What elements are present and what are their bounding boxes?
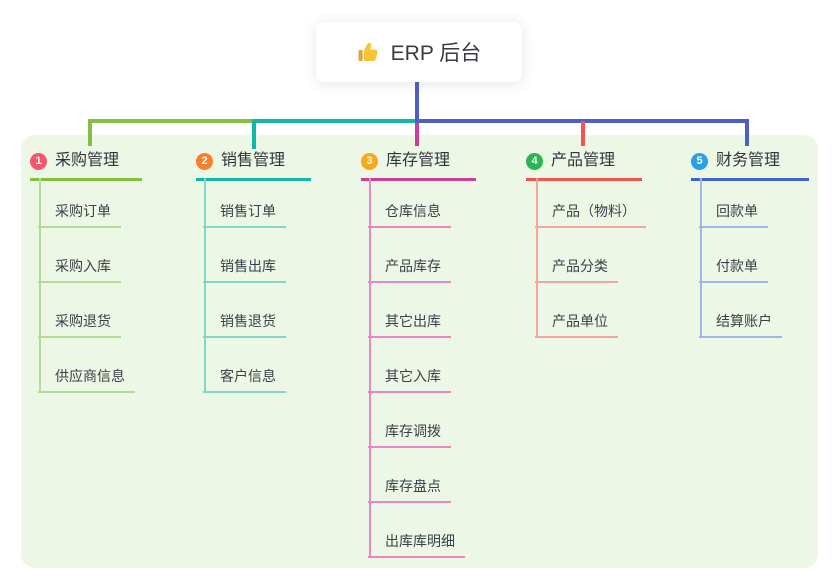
- tree-node[interactable]: 产品（物料）: [535, 202, 646, 228]
- tree-node[interactable]: 结算账户: [699, 312, 782, 338]
- node-label: 销售退货: [220, 313, 276, 329]
- node-label: 客户信息: [220, 368, 276, 384]
- branch-3-label: 库存管理: [386, 152, 451, 169]
- node-label: 库存盘点: [385, 478, 441, 494]
- branch-3-badge: 3: [361, 152, 378, 170]
- branch-1-label: 采购管理: [55, 152, 120, 169]
- branch-2-label: 销售管理: [221, 152, 286, 169]
- connector-bus-teal: [252, 119, 419, 123]
- tree-node[interactable]: 库存盘点: [368, 477, 451, 503]
- node-label: 结算账户: [716, 313, 772, 329]
- connector-drop-branch-4: [581, 121, 585, 146]
- connector-trunk-3: [369, 178, 371, 558]
- tree-node[interactable]: 采购入库: [38, 257, 121, 283]
- node-label: 产品单位: [552, 313, 608, 329]
- branch-heading-inventory[interactable]: 3 库存管理: [361, 150, 476, 181]
- tree-node[interactable]: 产品分类: [535, 257, 618, 283]
- branch-2-badge: 2: [196, 152, 213, 170]
- node-label: 产品分类: [552, 258, 608, 274]
- node-label: 其它出库: [385, 313, 441, 329]
- connector-trunk-1: [39, 178, 41, 393]
- connector-drop-branch-1: [88, 119, 92, 146]
- node-label: 回款单: [716, 203, 758, 219]
- tree-node[interactable]: 产品单位: [535, 312, 618, 338]
- tree-node[interactable]: 销售订单: [203, 202, 286, 228]
- tree-node[interactable]: 仓库信息: [368, 202, 451, 228]
- tree-node[interactable]: 采购退货: [38, 312, 121, 338]
- tree-node[interactable]: 出库库明细: [368, 532, 465, 558]
- root-label: ERP 后台: [390, 42, 482, 65]
- node-label: 产品（物料）: [552, 203, 636, 219]
- node-label: 销售出库: [220, 258, 276, 274]
- branch-4-badge: 4: [526, 152, 543, 170]
- branch-4-label: 产品管理: [551, 152, 616, 169]
- tree-node[interactable]: 其它入库: [368, 367, 451, 393]
- branch-heading-product[interactable]: 4 产品管理: [526, 150, 642, 181]
- tree-node[interactable]: 其它出库: [368, 312, 451, 338]
- tree-node[interactable]: 销售退货: [203, 312, 286, 338]
- background-panel: [21, 135, 818, 568]
- branch-heading-purchase[interactable]: 1 采购管理: [30, 150, 142, 181]
- branch-5-label: 财务管理: [716, 152, 781, 169]
- node-label: 采购入库: [55, 258, 111, 274]
- node-label: 出库库明细: [385, 533, 455, 549]
- connector-drop-branch-3: [415, 123, 419, 146]
- node-label: 库存调拨: [385, 423, 441, 439]
- connector-root-stem: [415, 82, 419, 123]
- tree-node[interactable]: 库存调拨: [368, 422, 451, 448]
- node-label: 产品库存: [385, 258, 441, 274]
- connector-drop-branch-5: [745, 119, 749, 146]
- tree-node[interactable]: 销售出库: [203, 257, 286, 283]
- tree-node[interactable]: 客户信息: [203, 367, 286, 393]
- connector-trunk-4: [536, 178, 538, 338]
- branch-5-badge: 5: [691, 152, 708, 170]
- branch-heading-finance[interactable]: 5 财务管理: [691, 150, 809, 181]
- connector-trunk-5: [700, 178, 702, 338]
- tree-node[interactable]: 产品库存: [368, 257, 451, 283]
- connector-drop-branch-2: [252, 119, 256, 149]
- tree-node[interactable]: 供应商信息: [38, 367, 135, 393]
- node-label: 供应商信息: [55, 368, 125, 384]
- node-label: 采购退货: [55, 313, 111, 329]
- node-label: 其它入库: [385, 368, 441, 384]
- tree-node[interactable]: 回款单: [699, 202, 768, 228]
- branch-heading-sales[interactable]: 2 销售管理: [196, 150, 311, 181]
- thumbs-up-icon: [357, 40, 381, 64]
- node-label: 付款单: [716, 258, 758, 274]
- node-label: 销售订单: [220, 203, 276, 219]
- connector-bus-green: [88, 119, 256, 123]
- connector-trunk-2: [204, 178, 206, 393]
- node-label: 采购订单: [55, 203, 111, 219]
- branch-1-badge: 1: [30, 152, 47, 170]
- tree-node[interactable]: 采购订单: [38, 202, 121, 228]
- root-node[interactable]: ERP 后台: [316, 22, 522, 82]
- tree-node[interactable]: 付款单: [699, 257, 768, 283]
- node-label: 仓库信息: [385, 203, 441, 219]
